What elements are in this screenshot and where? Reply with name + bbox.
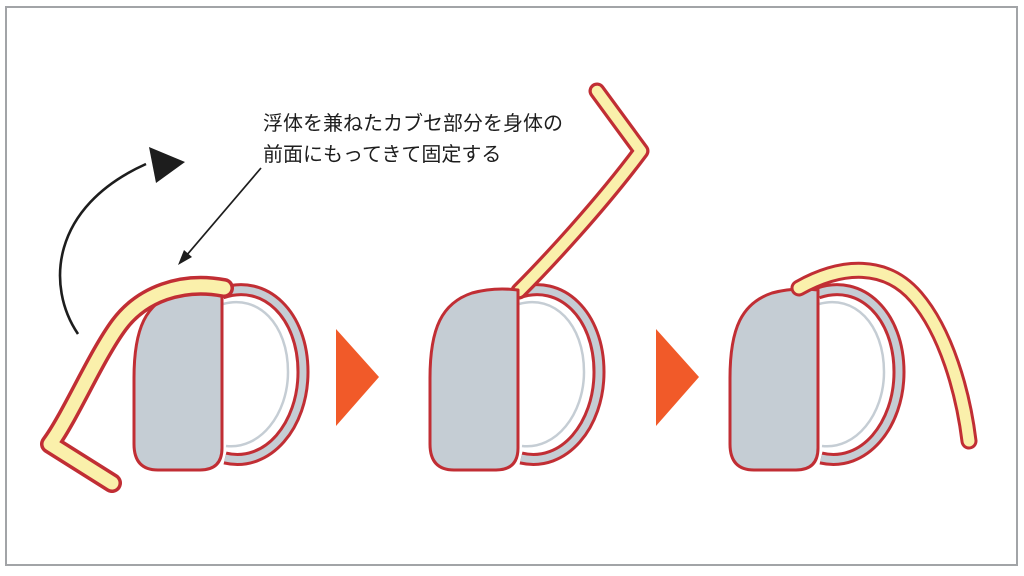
annotation-text: 浮体を兼ねたカブセ部分を身体の 前面にもってきて固定する	[263, 109, 563, 171]
step-3-strap	[818, 290, 899, 460]
step-3-bag-body	[728, 287, 820, 472]
rotation-arrow-icon	[58, 147, 185, 335]
step-1-flap	[40, 275, 234, 493]
annotation-line-2: 前面にもってきて固定する	[263, 144, 502, 166]
step-1-bag-body	[132, 287, 224, 472]
annotation-line-1: 浮体を兼ねたカブセ部分を身体の	[263, 113, 563, 135]
next-step-arrow-1-icon	[336, 329, 379, 426]
step-1-figure	[40, 275, 303, 493]
annotation-pointer-icon	[178, 167, 262, 265]
step-3-flap	[790, 261, 978, 450]
step-2-figure	[428, 82, 650, 472]
step-2-strap	[518, 290, 599, 460]
step-2-bag-body	[428, 287, 520, 472]
step-3-figure	[728, 261, 978, 472]
next-step-arrow-2-icon	[656, 329, 699, 426]
step-2-flap	[510, 82, 650, 300]
step-1-strap	[222, 290, 303, 460]
frame-border	[5, 6, 1018, 566]
